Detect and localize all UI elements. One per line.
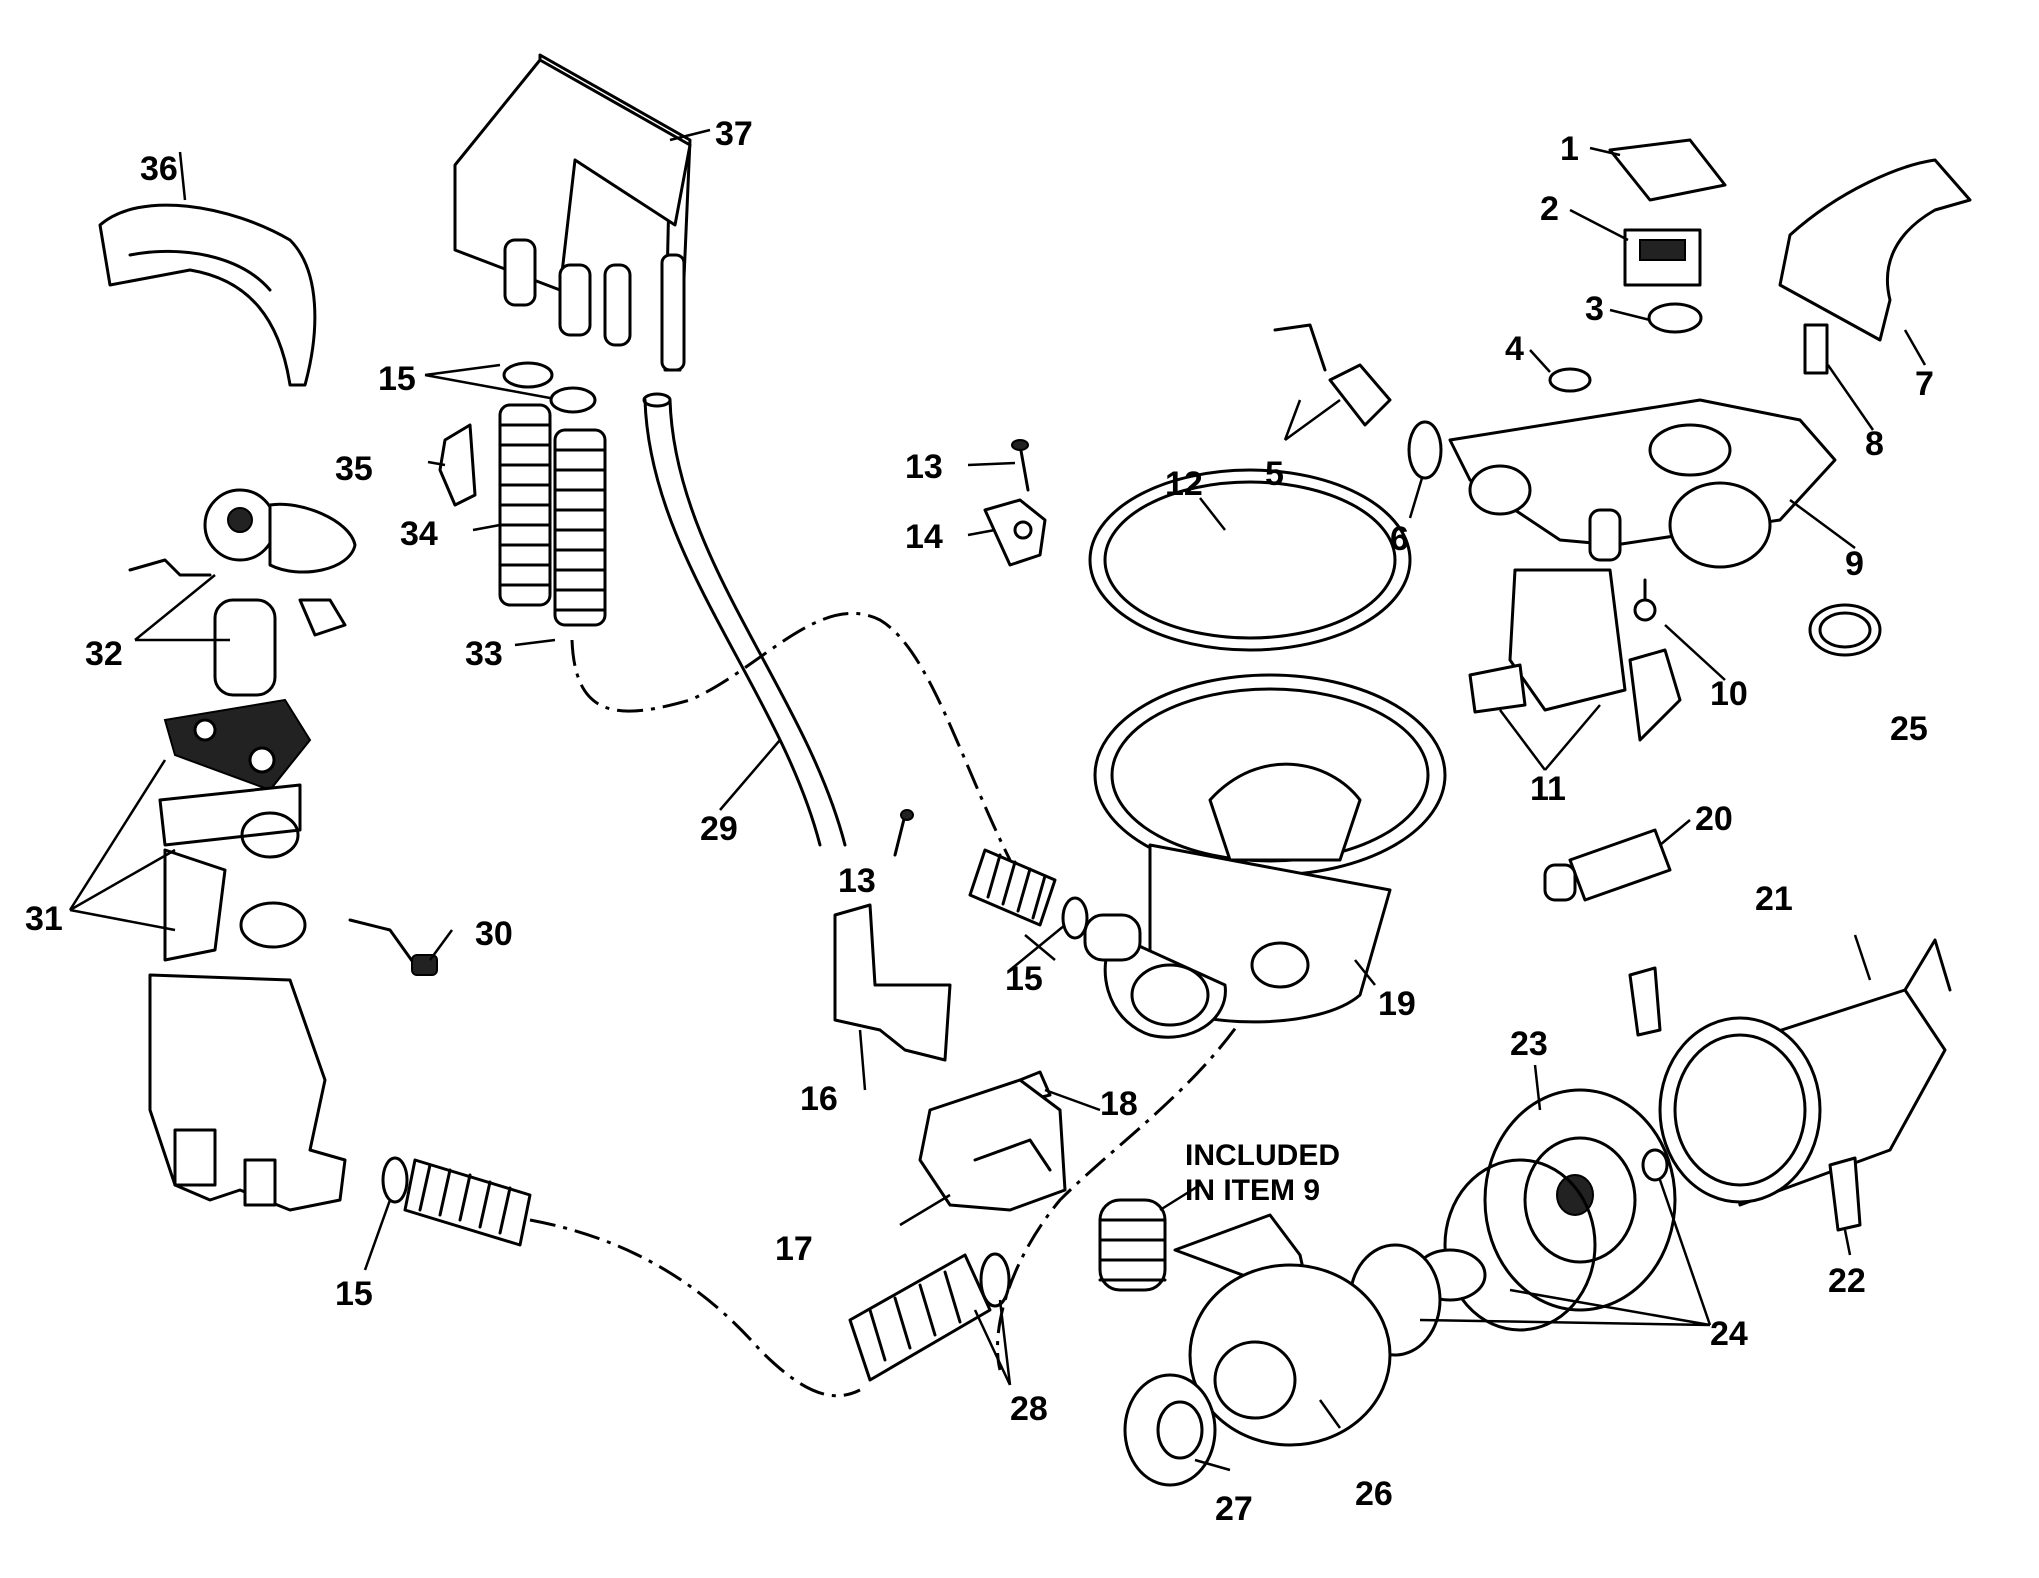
callout-33: 33 <box>465 635 503 673</box>
part-7-guide <box>1778 158 1972 342</box>
part-20-filter <box>1543 828 1672 902</box>
callout-20: 20 <box>1695 800 1733 838</box>
part-15-oring-left <box>381 1156 409 1204</box>
callout-29: 29 <box>700 810 738 848</box>
callout-25: 25 <box>1890 710 1928 748</box>
part-27-seal <box>1123 1373 1217 1487</box>
part-23-housing <box>1483 1088 1677 1312</box>
part-35-clip <box>438 423 477 507</box>
part-15-orings-top <box>502 361 597 414</box>
part-10-pin <box>1633 578 1657 622</box>
callout-18: 18 <box>1100 1085 1138 1123</box>
part-36-cover <box>98 203 317 387</box>
callout-26: 26 <box>1355 1475 1393 1513</box>
part-34-spring <box>498 403 552 607</box>
part-hose-sump <box>968 848 1057 927</box>
callout-34: 34 <box>400 515 438 553</box>
part-3-oring <box>1647 302 1703 334</box>
part-17-pump <box>918 1078 1067 1212</box>
note-line-2: IN ITEM 9 <box>1185 1174 1320 1207</box>
callout-labels: 1 2 3 4 5 6 7 8 9 10 11 12 13 13 14 15 1… <box>25 115 1934 1528</box>
callout-7: 7 <box>1915 365 1934 403</box>
callout-5: 5 <box>1265 455 1284 493</box>
leader-lines <box>68 128 1927 1472</box>
part-12-gasket <box>1088 468 1412 652</box>
part-31-valve-body <box>148 698 347 1212</box>
callout-30: 30 <box>475 915 513 953</box>
callout-27: 27 <box>1215 1490 1253 1528</box>
part-8-clip <box>1803 323 1829 375</box>
callout-37: 37 <box>715 115 753 153</box>
callout-22: 22 <box>1828 1262 1866 1300</box>
callout-36: 36 <box>140 150 178 188</box>
callout-4: 4 <box>1505 330 1524 368</box>
part-21-motor <box>1658 938 1952 1207</box>
included-note: INCLUDED IN ITEM 9 <box>1185 1139 1340 1207</box>
callout-12: 12 <box>1165 465 1203 503</box>
callout-15-middle: 15 <box>1005 960 1043 998</box>
part-9-housing <box>1448 398 1837 569</box>
part-30-sensor <box>348 918 438 976</box>
part-25-clamp <box>1808 603 1882 657</box>
callout-13-bottom: 13 <box>838 862 876 900</box>
part-22-clip-bottom <box>1828 1156 1862 1232</box>
part-spring-included <box>1098 1198 1167 1292</box>
part-13-screw-top <box>1011 439 1030 492</box>
callout-1: 1 <box>1560 130 1579 168</box>
callout-19: 19 <box>1378 985 1416 1023</box>
callout-15-left: 15 <box>335 1275 373 1313</box>
part-28-hose <box>848 1252 1011 1382</box>
part-37-manifold <box>453 53 692 372</box>
part-6-oring <box>1407 420 1443 480</box>
callout-3: 3 <box>1585 290 1604 328</box>
callout-15-top: 15 <box>378 360 416 398</box>
callout-21: 21 <box>1755 880 1793 918</box>
callout-13-top: 13 <box>905 448 943 486</box>
part-5-sensor <box>1273 323 1392 427</box>
part-4-oring <box>1548 367 1592 393</box>
callout-23: 23 <box>1510 1025 1548 1063</box>
part-2-connector <box>1623 228 1702 287</box>
hose-routing-lines <box>529 612 1262 1398</box>
callout-28: 28 <box>1010 1390 1048 1428</box>
part-15-oring-sump <box>1061 896 1089 940</box>
callout-32: 32 <box>85 635 123 673</box>
part-14-bracket <box>983 498 1047 567</box>
callout-16: 16 <box>800 1080 838 1118</box>
part-32-valve <box>128 488 357 697</box>
callout-11: 11 <box>1530 770 1566 808</box>
note-line-1: INCLUDED <box>1185 1139 1340 1172</box>
callout-2: 2 <box>1540 190 1559 228</box>
callout-6: 6 <box>1390 520 1409 558</box>
part-1-cap <box>1608 138 1727 202</box>
callout-8: 8 <box>1865 425 1884 463</box>
callout-35: 35 <box>335 450 373 488</box>
part-33-spring <box>553 428 607 627</box>
part-16-bracket <box>833 903 952 1062</box>
callout-10: 10 <box>1710 675 1748 713</box>
callout-24: 24 <box>1710 1315 1748 1353</box>
callout-17: 17 <box>775 1230 813 1268</box>
part-22-clip-top <box>1628 966 1662 1037</box>
callout-14: 14 <box>905 518 943 556</box>
part-13-screw-bottom <box>893 809 914 857</box>
part-19-sump <box>1083 673 1447 1039</box>
callout-31: 31 <box>25 900 63 938</box>
part-29-tube <box>642 392 847 847</box>
callout-9: 9 <box>1845 545 1864 583</box>
part-11-assembly <box>1468 568 1682 742</box>
part-hose-left <box>403 1158 532 1247</box>
part-26-impeller-housing <box>1173 1213 1392 1447</box>
